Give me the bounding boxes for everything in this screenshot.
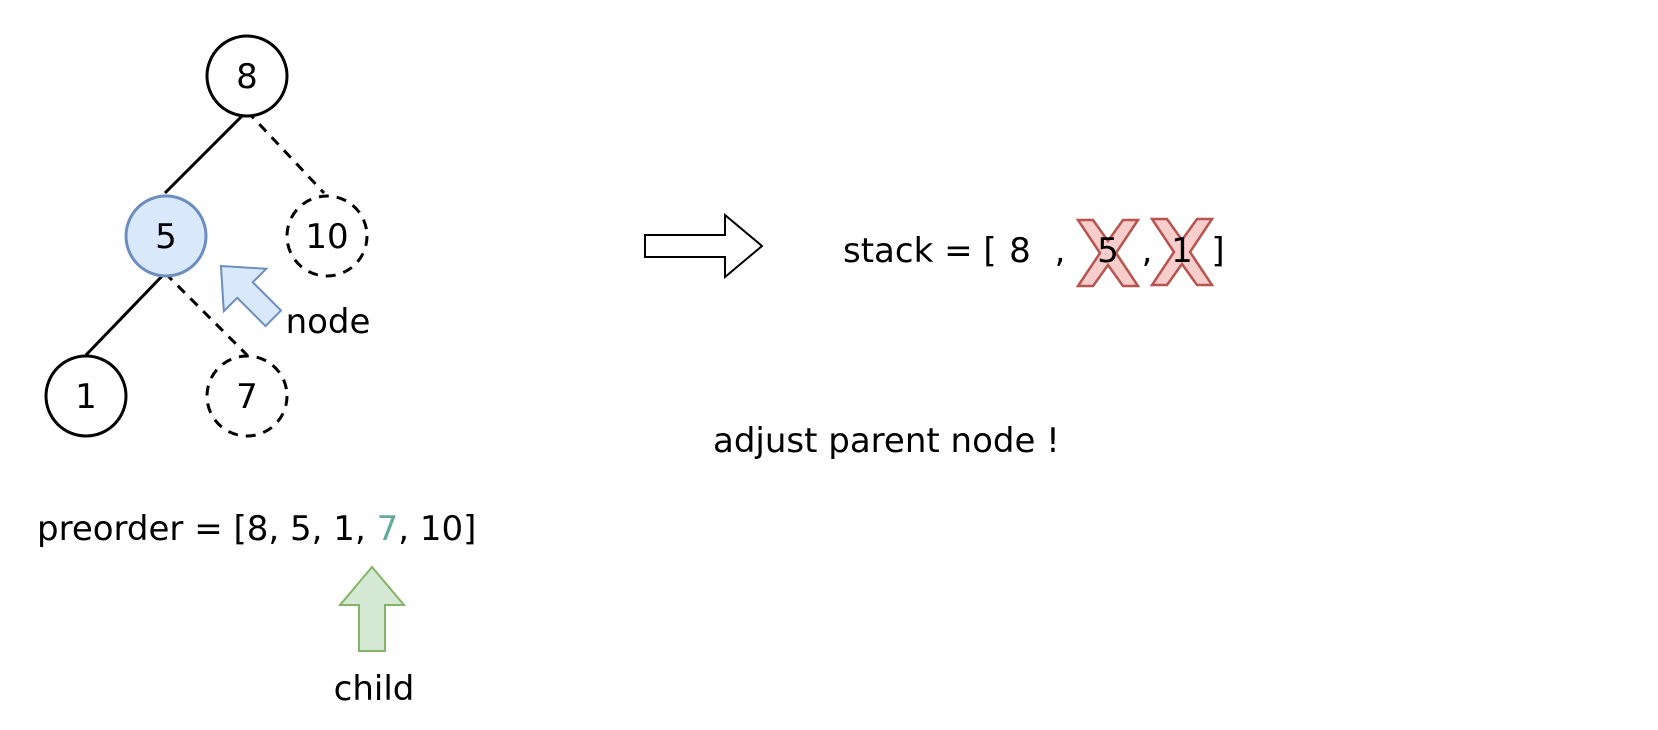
arrow-up-left-icon bbox=[219, 264, 283, 328]
tree-node-left-left: 1 bbox=[44, 354, 128, 438]
edge-5-7 bbox=[163, 271, 249, 357]
cross-icon bbox=[1075, 218, 1141, 288]
preorder-separator: , bbox=[268, 509, 290, 549]
tree-node-right: 10 bbox=[285, 194, 369, 278]
preorder-item-1: 5 bbox=[290, 509, 312, 549]
tree-node-left-label: 5 bbox=[155, 217, 177, 257]
stack-separator-0: , bbox=[1055, 231, 1066, 271]
edge-8-10 bbox=[245, 109, 326, 195]
cross-icon bbox=[1149, 217, 1215, 287]
preorder-array: preorder = [8, 5, 1, 7, 10] bbox=[37, 509, 476, 549]
tree-node-left: 5 bbox=[124, 194, 208, 278]
edge-8-5 bbox=[163, 109, 249, 195]
tree-node-left-left-label: 1 bbox=[75, 377, 97, 417]
child-pointer-label: child bbox=[334, 669, 415, 709]
preorder-item-2: 1 bbox=[333, 509, 355, 549]
stack-item-2: 1 bbox=[1171, 231, 1193, 271]
preorder-prefix: preorder = [ bbox=[37, 509, 247, 549]
stack-suffix: ] bbox=[1211, 231, 1224, 271]
stack-item-1: 5 bbox=[1097, 231, 1119, 271]
preorder-suffix: ] bbox=[463, 509, 476, 549]
tree-node-left-right-label: 7 bbox=[236, 377, 258, 417]
preorder-item-0: 8 bbox=[247, 509, 269, 549]
stack-item-0: 8 bbox=[1009, 231, 1031, 271]
edge-5-1 bbox=[84, 271, 167, 357]
stack-separator-1: , bbox=[1142, 231, 1153, 271]
adjust-message: adjust parent node ! bbox=[713, 421, 1060, 461]
preorder-separator: , bbox=[312, 509, 334, 549]
preorder-item-3: 7 bbox=[377, 509, 399, 549]
tree-node-root: 8 bbox=[205, 34, 289, 118]
node-pointer-label: node bbox=[286, 302, 371, 342]
preorder-item-4: 10 bbox=[420, 509, 463, 549]
preorder-separator: , bbox=[355, 509, 377, 549]
stack: stack = [ 8 , 5 , 1 ] bbox=[843, 217, 1225, 288]
tree-node-left-right: 7 bbox=[205, 354, 289, 438]
arrow-up-icon bbox=[337, 565, 407, 652]
tree-node-right-label: 10 bbox=[305, 217, 348, 257]
arrow-right-icon bbox=[644, 212, 764, 280]
tree-node-root-label: 8 bbox=[236, 57, 258, 97]
stack-prefix: stack = [ bbox=[843, 231, 997, 271]
preorder-separator: , bbox=[398, 509, 420, 549]
